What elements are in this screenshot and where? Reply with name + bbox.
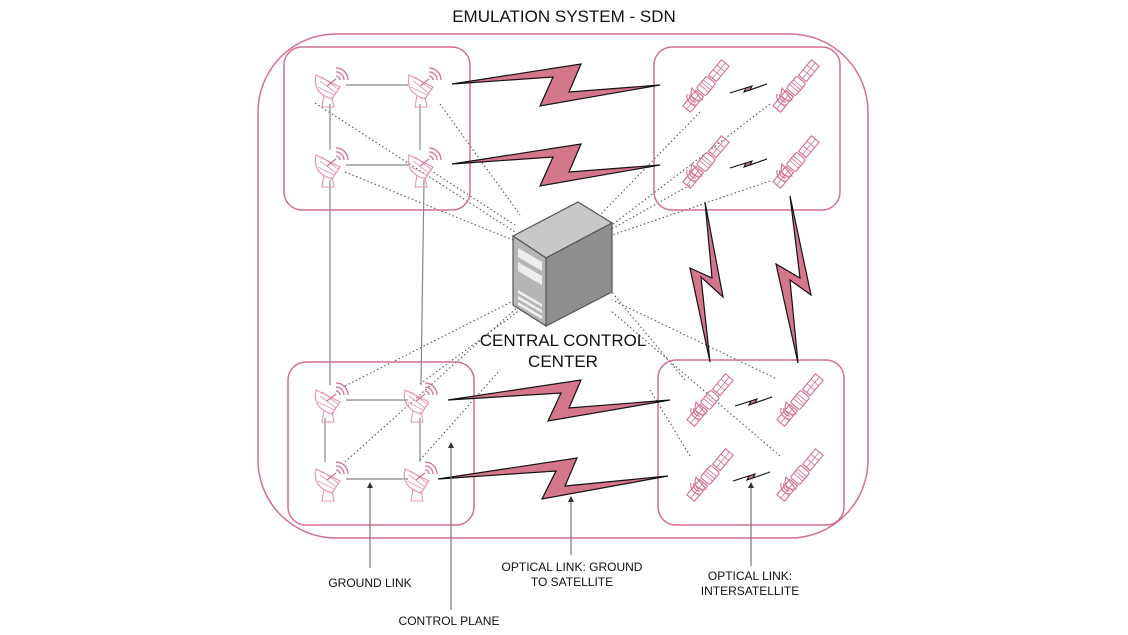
diagram-title: EMULATION SYSTEM - SDN [452, 7, 676, 26]
intersatellite-bolt [729, 158, 768, 169]
ground-links [324, 84, 425, 480]
optical-link-bolt [451, 63, 661, 107]
satellite-icon [685, 372, 735, 428]
label-control-plane: CONTROL PLANE [399, 614, 500, 628]
server-tower-icon [511, 201, 614, 328]
controller-label-line2: CENTER [528, 352, 598, 371]
satellite-dish-icon [314, 382, 349, 423]
optical-link-bolt [451, 143, 661, 187]
optical-link-bolt [689, 201, 724, 363]
satellite-icon [681, 134, 731, 190]
cluster-satellite-top-right [653, 46, 841, 211]
intersatellite-bolt [734, 396, 773, 407]
optical-link-bolt [437, 457, 669, 500]
satellites-top-right [681, 58, 821, 190]
optical-links-ground-to-satellite [437, 63, 671, 500]
cluster-ground-top-left [283, 46, 471, 211]
satellite-icon [775, 372, 825, 428]
optical-link-bolt [775, 195, 812, 364]
annotation-pointers [367, 442, 754, 610]
label-optical-g2s-line1: OPTICAL LINK: GROUND [502, 560, 643, 574]
intersatellite-bolt [732, 471, 771, 482]
emulation-system-boundary [257, 33, 869, 539]
optical-link-bolt [447, 379, 671, 422]
label-optical-isl-line1: OPTICAL LINK: [708, 569, 792, 583]
label-optical-isl-line2: INTERSATELLITE [701, 584, 799, 598]
satellite-dish-icon [314, 147, 349, 188]
satellite-icon [775, 447, 825, 503]
label-optical-g2s-line2: TO SATELLITE [531, 575, 613, 589]
satellite-dish-icon [403, 382, 438, 423]
satellite-icon [771, 58, 821, 114]
satellite-dish-icon [407, 67, 442, 108]
optical-links-intersatellite [729, 83, 773, 482]
satellite-dish-icon [314, 67, 349, 108]
control-plane-links [314, 102, 781, 463]
satellite-icon [771, 134, 821, 190]
satellite-icon [681, 58, 731, 114]
intersatellite-bolt [729, 83, 768, 94]
satellite-icon [685, 447, 735, 503]
cluster-ground-bottom-left [287, 361, 475, 526]
optical-links-vertical [689, 195, 812, 364]
ground-stations-bottom-left [314, 382, 438, 502]
satellite-dish-icon [403, 461, 438, 502]
satellite-dish-icon [314, 461, 349, 502]
ground-stations-top-left [314, 67, 442, 188]
controller-label-line1: CENTRAL CONTROL [480, 331, 647, 350]
label-ground-link: GROUND LINK [328, 576, 411, 590]
